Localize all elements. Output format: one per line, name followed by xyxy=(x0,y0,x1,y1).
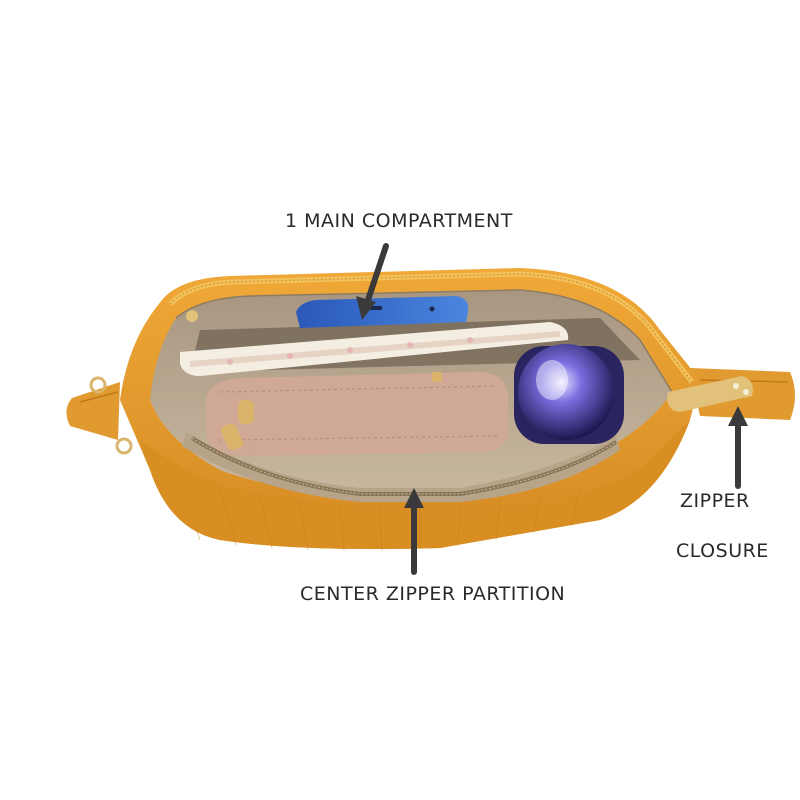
water-bottle xyxy=(514,344,624,444)
phone xyxy=(296,296,469,328)
wallet xyxy=(206,372,508,456)
callout-zipper: ZIPPER xyxy=(680,490,750,512)
center-zipper-partition xyxy=(182,423,620,502)
main-zipper-pull xyxy=(667,376,753,412)
arrow-up-icon xyxy=(404,488,424,575)
callout-main-compartment: 1 MAIN COMPARTMENT xyxy=(285,210,513,232)
notebook xyxy=(180,322,569,376)
rivet xyxy=(186,310,198,322)
arrow-down-icon xyxy=(356,243,389,320)
callout-closure: CLOSURE xyxy=(676,540,769,562)
arrow-up-icon xyxy=(728,406,748,489)
callout-center-zipper-partition: CENTER ZIPPER PARTITION xyxy=(300,583,566,605)
left-strap xyxy=(66,376,133,455)
